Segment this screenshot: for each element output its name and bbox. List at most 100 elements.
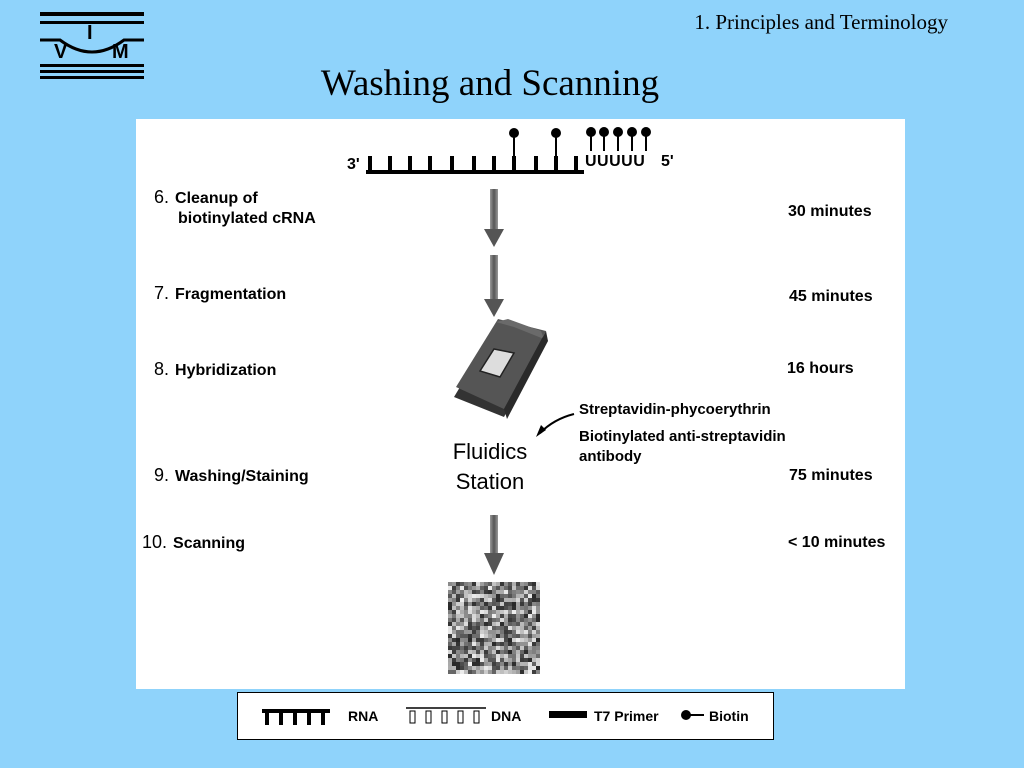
scan-pixel — [488, 618, 492, 622]
scan-pixel — [524, 638, 528, 642]
scan-pixel — [476, 626, 480, 630]
scan-pixel — [528, 602, 532, 606]
scan-pixel — [500, 650, 504, 654]
scan-pixel — [480, 598, 484, 602]
scan-pixel — [476, 634, 480, 638]
scan-pixel — [500, 642, 504, 646]
scan-pixel — [524, 630, 528, 634]
scan-pixel — [452, 658, 456, 662]
reagent-antibody: Biotinylated anti-streptavidin antibody — [579, 427, 786, 467]
scan-pixel — [460, 582, 464, 586]
scan-pixel — [532, 582, 536, 586]
scan-pixel — [496, 622, 500, 626]
scan-pixel — [500, 614, 504, 618]
scan-pixel — [488, 598, 492, 602]
scan-pixel — [452, 618, 456, 622]
scan-pixel — [480, 602, 484, 606]
step-9-label: Washing/Staining — [175, 468, 309, 485]
scan-pixel — [448, 642, 452, 646]
scan-pixel — [512, 658, 516, 662]
scan-pixel — [516, 646, 520, 650]
scan-pixel — [452, 650, 456, 654]
scan-pixel — [460, 662, 464, 666]
scan-pixel — [500, 622, 504, 626]
scan-pixel — [480, 594, 484, 598]
scan-pixel — [528, 582, 532, 586]
scan-pixel — [452, 606, 456, 610]
scan-pixel — [528, 670, 532, 674]
scan-pixel — [472, 606, 476, 610]
scan-pixel — [464, 654, 468, 658]
scan-pixel — [472, 658, 476, 662]
scan-pixel — [468, 622, 472, 626]
scan-pixel — [496, 662, 500, 666]
scan-pixel — [512, 630, 516, 634]
scan-pixel — [460, 654, 464, 658]
scan-pixel — [524, 670, 528, 674]
scan-pixel — [504, 630, 508, 634]
scan-pixel — [452, 666, 456, 670]
scan-pixel — [488, 630, 492, 634]
legend-dna-label: DNA — [491, 708, 522, 724]
scan-pixel — [460, 634, 464, 638]
t7-primer-symbol — [549, 711, 587, 718]
scanned-array-image — [448, 582, 540, 674]
scan-pixel — [488, 634, 492, 638]
scan-pixel — [492, 630, 496, 634]
scan-pixel — [500, 618, 504, 622]
scan-pixel — [448, 662, 452, 666]
scan-pixel — [508, 614, 512, 618]
step-10-label: Scanning — [173, 535, 246, 552]
scan-pixel — [508, 590, 512, 594]
scan-pixel — [536, 594, 540, 598]
section-label: 1. Principles and Terminology — [694, 10, 948, 34]
scan-pixel — [536, 622, 540, 626]
scan-pixel — [480, 638, 484, 642]
scan-pixel — [496, 602, 500, 606]
scan-pixel — [536, 634, 540, 638]
scan-pixel — [484, 606, 488, 610]
scan-pixel — [512, 598, 516, 602]
scan-pixel — [464, 598, 468, 602]
scan-pixel — [496, 626, 500, 630]
scan-pixel — [476, 610, 480, 614]
scan-pixel — [460, 622, 464, 626]
step-9-time: 75 minutes — [789, 467, 873, 484]
scan-pixel — [468, 638, 472, 642]
scan-pixel — [536, 590, 540, 594]
scan-pixel — [524, 610, 528, 614]
scan-pixel — [496, 586, 500, 590]
scan-pixel — [464, 614, 468, 618]
scan-pixel — [492, 582, 496, 586]
scan-pixel — [448, 602, 452, 606]
scan-pixel — [532, 638, 536, 642]
scan-pixel — [448, 606, 452, 610]
scan-pixel — [532, 586, 536, 590]
scan-pixel — [504, 590, 508, 594]
scan-pixel — [528, 586, 532, 590]
scan-pixel — [520, 594, 524, 598]
scan-pixel — [520, 618, 524, 622]
scan-pixel — [508, 658, 512, 662]
scan-pixel — [488, 610, 492, 614]
scan-pixel — [524, 586, 528, 590]
scan-pixel — [464, 650, 468, 654]
scan-pixel — [524, 606, 528, 610]
scan-pixel — [464, 582, 468, 586]
scan-pixel — [448, 622, 452, 626]
scan-pixel — [500, 654, 504, 658]
scan-pixel — [492, 614, 496, 618]
scan-pixel — [472, 598, 476, 602]
scan-pixel — [492, 642, 496, 646]
scan-pixel — [484, 626, 488, 630]
scan-pixel — [472, 626, 476, 630]
genechip-cartridge-icon — [454, 319, 548, 419]
scan-pixel — [484, 634, 488, 638]
scan-pixel — [488, 614, 492, 618]
scan-pixel — [492, 626, 496, 630]
scan-pixel — [496, 670, 500, 674]
scan-pixel — [516, 610, 520, 614]
scan-pixel — [452, 610, 456, 614]
scan-pixel — [508, 606, 512, 610]
scan-pixel — [520, 590, 524, 594]
